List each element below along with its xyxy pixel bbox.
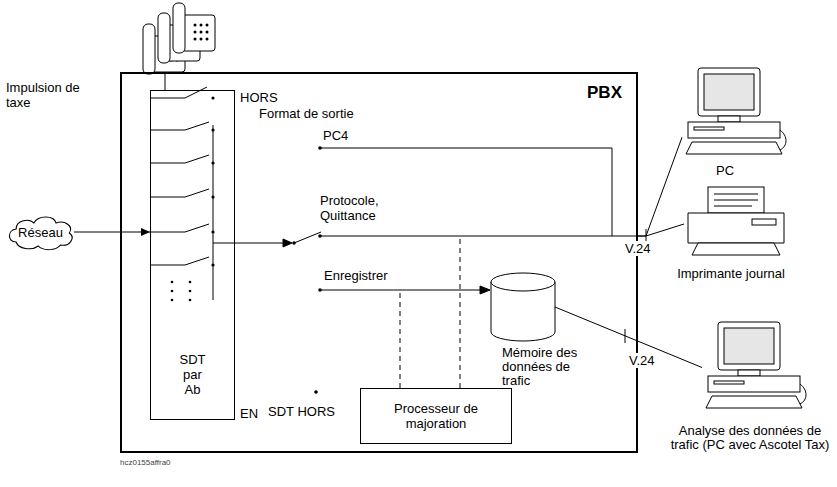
storage-cylinder: [490, 272, 556, 342]
signal-label: Format de sortie: [259, 106, 379, 121]
node-label: Mémoire des données de trafic: [502, 346, 598, 388]
node-label: PC: [680, 164, 770, 178]
output-selector: [235, 146, 638, 394]
signal-label: PC4: [323, 128, 363, 143]
node-label: Analyse des données de trafic (PC avec A…: [670, 424, 830, 452]
pc-node: PC: [680, 66, 790, 161]
signal-label: HORS: [240, 90, 290, 105]
pbx-housing: PBX SDT par Ab Processeur de majoration Mém…: [120, 72, 638, 453]
node-label: SDT par Ab: [175, 352, 211, 397]
connector: [74, 228, 150, 236]
subscriber-switches: [150, 87, 235, 301]
telephones: [143, 3, 215, 90]
pc-node: Analyse des données de trafic (PC avec A…: [700, 320, 810, 415]
interface-label: V.24: [628, 353, 656, 368]
printer-icon: [682, 185, 790, 263]
signal-label: Impulsion de taxe: [6, 80, 82, 110]
signal-label: EN: [240, 406, 270, 421]
pc-icon: [680, 66, 790, 161]
process-box: Processeur de majoration: [360, 388, 512, 444]
node-label: Processeur de majoration: [361, 401, 511, 431]
signal-label: SDT HORS: [268, 404, 348, 419]
printer-node: Imprimante journal: [682, 185, 790, 263]
figure-id: hcz0155affra0: [120, 458, 240, 468]
signal-label: Protocole, Quittance: [320, 193, 400, 223]
connector-line: [74, 232, 150, 233]
housing-title: PBX: [587, 83, 622, 103]
subscriber-switch-block: SDT par Ab: [150, 90, 235, 420]
storage-node: Mémoire des données de trafic: [490, 272, 556, 342]
connector: [638, 224, 684, 236]
cloud-node: Réseau: [5, 212, 76, 252]
arrowhead: [141, 228, 150, 236]
signal-label: Enregistrer: [324, 268, 414, 283]
connector-line: [638, 137, 682, 236]
pc-icon: [700, 320, 810, 415]
interface-label: V.24: [624, 241, 652, 256]
node-label: Imprimante journal: [676, 267, 786, 281]
connector-line: [638, 224, 684, 236]
node-label: Réseau: [12, 225, 69, 240]
connector: [638, 137, 682, 236]
